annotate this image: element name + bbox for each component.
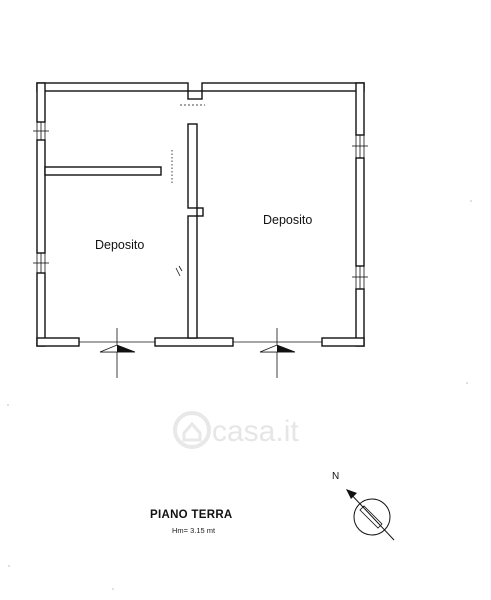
wall-left-1 — [36, 82, 46, 123]
wall-partition-step — [196, 207, 204, 217]
wall-left-3 — [36, 272, 46, 347]
room-label-left: Deposito — [95, 238, 144, 252]
watermark: casa.it — [173, 411, 299, 449]
compass-north-label: N — [332, 471, 339, 482]
floor-title: PIANO TERRA — [150, 509, 233, 521]
window-right-upper — [352, 135, 368, 158]
entrance-marker-left — [99, 328, 136, 378]
wall-bottom-left — [36, 337, 80, 347]
floor-height-note: Hm= 3.15 mt — [172, 526, 216, 535]
watermark-house-icon — [182, 421, 202, 442]
wall-partition-vertical-upper — [187, 123, 198, 209]
compass: N — [332, 471, 395, 541]
scan-specks — [7, 200, 472, 590]
window-right-lower — [352, 266, 368, 289]
compass-circle-icon — [353, 498, 391, 536]
wall-bottom-right — [321, 337, 365, 347]
wall-top-notch — [187, 90, 203, 100]
wall-right-1 — [355, 82, 365, 136]
outer-walls — [33, 82, 368, 347]
wall-partition-vertical-lower — [187, 215, 198, 339]
watermark-logo-icon — [173, 411, 211, 449]
watermark-text: casa.it — [212, 415, 299, 448]
compass-arrow-icon — [346, 489, 357, 499]
wall-top-right — [201, 82, 365, 92]
window-left-lower — [33, 253, 49, 273]
compass-needle-icon — [346, 489, 395, 541]
room-label-right: Deposito — [263, 213, 312, 227]
window-left-upper — [33, 122, 49, 140]
wall-right-2 — [355, 157, 365, 267]
wall-partition-horizontal — [44, 166, 162, 176]
wall-bottom-middle — [154, 337, 234, 347]
entrance-marker-right — [259, 328, 296, 378]
wall-left-2 — [36, 139, 46, 254]
interior-walls — [44, 123, 204, 339]
wall-top-left — [36, 82, 189, 92]
